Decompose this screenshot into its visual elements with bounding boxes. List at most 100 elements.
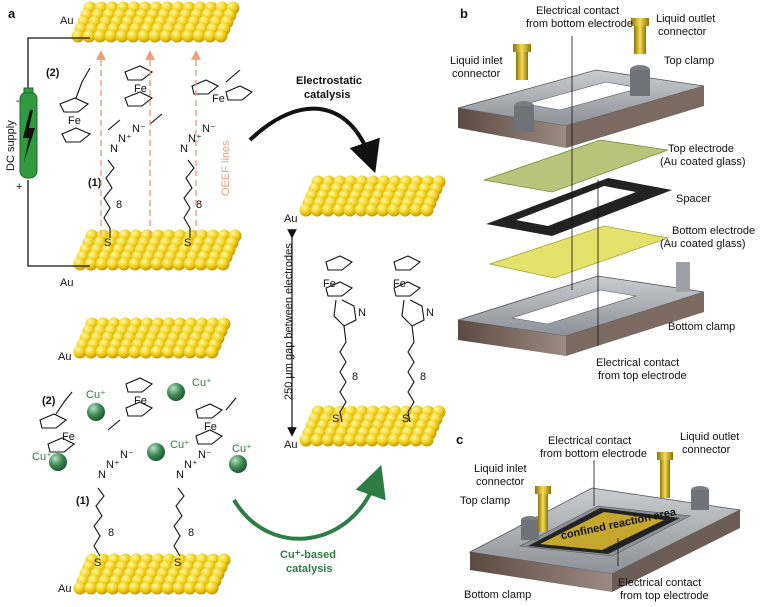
- n-plus-label: N⁺: [184, 459, 198, 471]
- electrostatic-catalysis-label-1: Electrostatic: [296, 75, 362, 87]
- au-label-cu-bottom: Au: [58, 583, 71, 595]
- circuit-wire-top: [27, 37, 90, 90]
- n-minus-label: N⁻: [198, 449, 212, 461]
- cu-ion-label: Cu⁺: [32, 451, 52, 463]
- c-liquid-outlet-1: Liquid outlet: [680, 431, 739, 443]
- c-liquid-inlet-1: Liquid inlet: [474, 463, 527, 475]
- n-label: N: [98, 469, 106, 481]
- copper-ion: [147, 443, 165, 461]
- b-liquid-inlet-1: Liquid inlet: [450, 55, 503, 67]
- b-spacer: Spacer: [676, 193, 711, 205]
- c-electrical-contact-bottom-2: from bottom electrode: [540, 448, 647, 460]
- c-liquid-outlet-2: connector: [682, 444, 731, 456]
- gold-atom: [205, 345, 219, 359]
- cu-ion-label: Cu⁺: [232, 443, 252, 455]
- c-bottom-clamp: Bottom clamp: [464, 589, 531, 601]
- sulfur-label: S: [332, 413, 339, 425]
- fe-label: Fe: [323, 278, 336, 290]
- gold-electrode-product-top: [299, 175, 446, 217]
- reactant-molecules-cu: [39, 377, 237, 557]
- gold-atom: [205, 581, 219, 595]
- gold-atom: [216, 257, 230, 271]
- leader-lines-c: [593, 460, 619, 566]
- minus-label: -: [16, 95, 20, 107]
- chain-length-label: 8: [352, 371, 358, 383]
- cu-catalysis-label-2: catalysis: [286, 563, 332, 575]
- cu-ion-label: Cu⁺: [192, 377, 212, 389]
- b-top-electrode-2: (Au coated glass): [660, 156, 746, 168]
- b-electrical-contact-top-1: Electrical contact: [596, 357, 679, 369]
- circuit-wire-bottom: [27, 180, 90, 267]
- chain-length-label: 8: [116, 199, 122, 211]
- electrostatic-arrow: [248, 106, 380, 174]
- fe-label: Fe: [134, 83, 147, 95]
- fe-label: Fe: [68, 115, 81, 127]
- sulfur-label: S: [184, 237, 191, 249]
- b-electrical-contact-bottom-1: Electrical contact: [536, 5, 619, 17]
- n-label: N: [426, 307, 434, 319]
- n-minus-label: N⁻: [132, 123, 146, 135]
- au-label-top: Au: [60, 15, 73, 27]
- b-top-clamp: Top clamp: [664, 55, 714, 67]
- n-label: N: [358, 307, 366, 319]
- triazole-product-molecules: [325, 255, 425, 423]
- gap-label: 250 μm gap between electrodes: [283, 243, 295, 400]
- gold-electrode-cu-top: [73, 317, 231, 359]
- oeef-lines-label: OEEF lines: [220, 140, 232, 196]
- panel-label-c: c: [456, 432, 463, 447]
- fe-label: Fe: [62, 431, 75, 443]
- n-label: N: [110, 143, 118, 155]
- b-bottom-clamp: Bottom clamp: [668, 321, 735, 333]
- gold-electrode-top: [71, 1, 240, 43]
- chain-length-label: 8: [420, 371, 426, 383]
- fe-label: Fe: [134, 395, 147, 407]
- c-liquid-inlet-2: connector: [476, 476, 525, 488]
- electrostatic-catalysis-label-2: catalysis: [304, 89, 350, 101]
- gold-atom: [214, 29, 228, 43]
- bottom-electrode-glass: [488, 225, 670, 279]
- liquid-inlet-connector-icon: [535, 486, 551, 532]
- label-1-upper: (1): [88, 177, 102, 189]
- chain-length-label: 8: [196, 199, 202, 211]
- fe-label: Fe: [204, 421, 217, 433]
- liquid-outlet-connector-icon: [631, 18, 649, 54]
- c-top-clamp: Top clamp: [460, 495, 510, 507]
- fe-label: Fe: [393, 278, 406, 290]
- copper-ion: [87, 403, 105, 421]
- sulfur-label: S: [402, 413, 409, 425]
- copper-ion: [229, 455, 247, 473]
- b-liquid-outlet-2: connector: [658, 26, 707, 38]
- sulfur-label: S: [94, 557, 101, 569]
- n-label: N: [180, 143, 188, 155]
- c-electrical-contact-bottom-1: Electrical contact: [548, 435, 631, 447]
- top-clamp: [457, 65, 705, 148]
- gold-atom: [420, 433, 434, 447]
- b-liquid-inlet-2: connector: [452, 68, 501, 80]
- b-electrical-contact-bottom-2: from bottom electrode: [526, 18, 633, 30]
- assembled-cell: [468, 486, 742, 592]
- b-electrical-contact-top-2: from top electrode: [598, 370, 687, 382]
- au-label-cu-top: Au: [58, 351, 71, 363]
- liquid-inlet-connector-icon: [513, 44, 531, 80]
- label-1-lower: (1): [76, 495, 90, 507]
- cu-ion-label: Cu⁺: [86, 389, 106, 401]
- liquid-outlet-connector-icon: [657, 452, 673, 498]
- b-bottom-electrode-2: (Au coated glass): [660, 238, 746, 250]
- panel-label-b: b: [460, 6, 468, 21]
- gold-atom: [420, 203, 434, 217]
- n-plus-label: N⁺: [106, 459, 120, 471]
- leader-lines-b: [571, 36, 599, 346]
- plus-label: +: [16, 181, 22, 193]
- ferrocene-alkyne-molecules: [59, 65, 254, 238]
- cu-ion-label: Cu⁺: [170, 439, 190, 451]
- label-2-upper: (2): [46, 67, 60, 79]
- dc-supply-label: DC supply: [5, 120, 17, 171]
- n-plus-label: N⁺: [118, 133, 132, 145]
- label-2-lower: (2): [42, 395, 56, 407]
- c-electrical-contact-top-1: Electrical contact: [618, 577, 701, 589]
- b-bottom-electrode-1: Bottom electrode: [672, 225, 755, 237]
- n-minus-label: N⁻: [120, 449, 134, 461]
- c-electrical-contact-top-2: from top electrode: [620, 590, 709, 602]
- bottom-clamp: [457, 262, 705, 356]
